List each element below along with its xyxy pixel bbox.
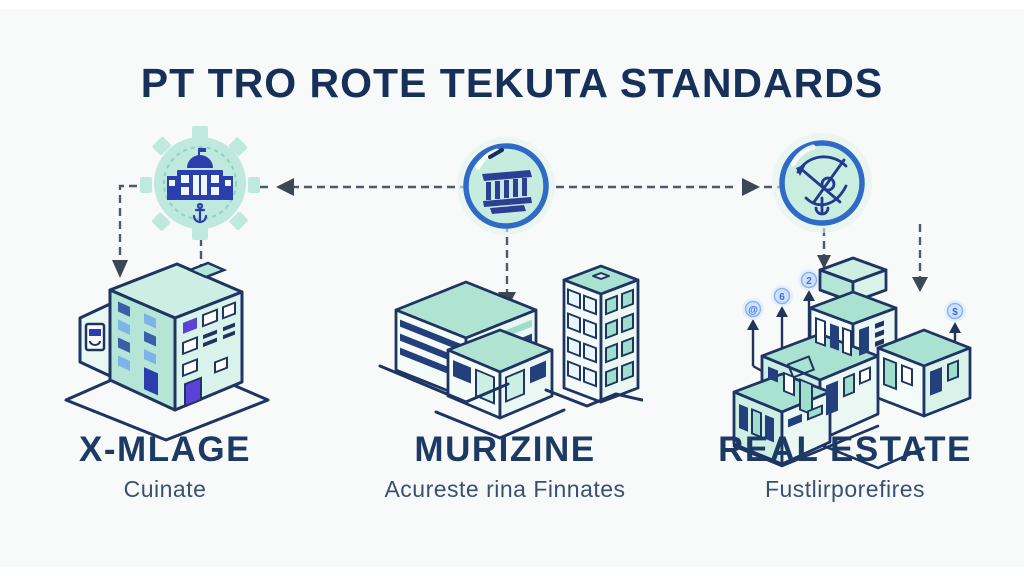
connector-seal-to-left-building [118, 184, 150, 264]
office-pair-illustration [378, 264, 643, 440]
marker-arrowhead-3 [803, 290, 815, 301]
marker-arrowhead-1 [747, 319, 759, 330]
government-seal-icon [140, 126, 260, 240]
marker-glyph-2: 6 [779, 292, 785, 303]
arrowhead-down-left [112, 260, 128, 278]
bank-glyph [482, 170, 532, 214]
marker-glyph-3: 2 [806, 276, 812, 287]
marker-arrowhead-2 [776, 306, 788, 317]
arrowhead-down-rightdrop [912, 277, 928, 292]
compass-survey-icon [772, 133, 872, 233]
column-subtitle-realestate: Fustlirporefires [764, 476, 926, 502]
arrowhead-left [276, 178, 294, 196]
page-title: PT TRO ROTE TEKUTA STANDARDS [140, 60, 884, 106]
marker-arrowhead-4 [949, 322, 961, 333]
column-subtitle-xmlage: Cuinate [123, 476, 207, 502]
building1-left-windows [118, 301, 158, 396]
marker-chip-1 [744, 300, 762, 318]
arrowhead-right [742, 178, 760, 196]
seal-anchor-glyph [192, 202, 208, 224]
column-heading-murizine: MURIZINE [414, 430, 596, 469]
office-building-illustration [64, 261, 270, 442]
bank-building-icon [457, 137, 555, 235]
column-subtitle-murizine: Acureste rina Finnates [384, 476, 626, 502]
arrowhead-down-compass [817, 255, 831, 269]
marker-chip-3 [800, 271, 818, 289]
building-complex-illustration [732, 256, 972, 470]
building1-right-windows [182, 301, 236, 408]
marker-glyph-4: $ [952, 307, 958, 318]
marker-chip-2 [773, 287, 791, 305]
column-heading-xmlage: X-MLAGE [79, 430, 251, 469]
marker-chip-4 [946, 302, 964, 320]
column-heading-realestate: REAL ESTATE [718, 430, 972, 469]
marker-glyph-1: @ [748, 305, 758, 316]
